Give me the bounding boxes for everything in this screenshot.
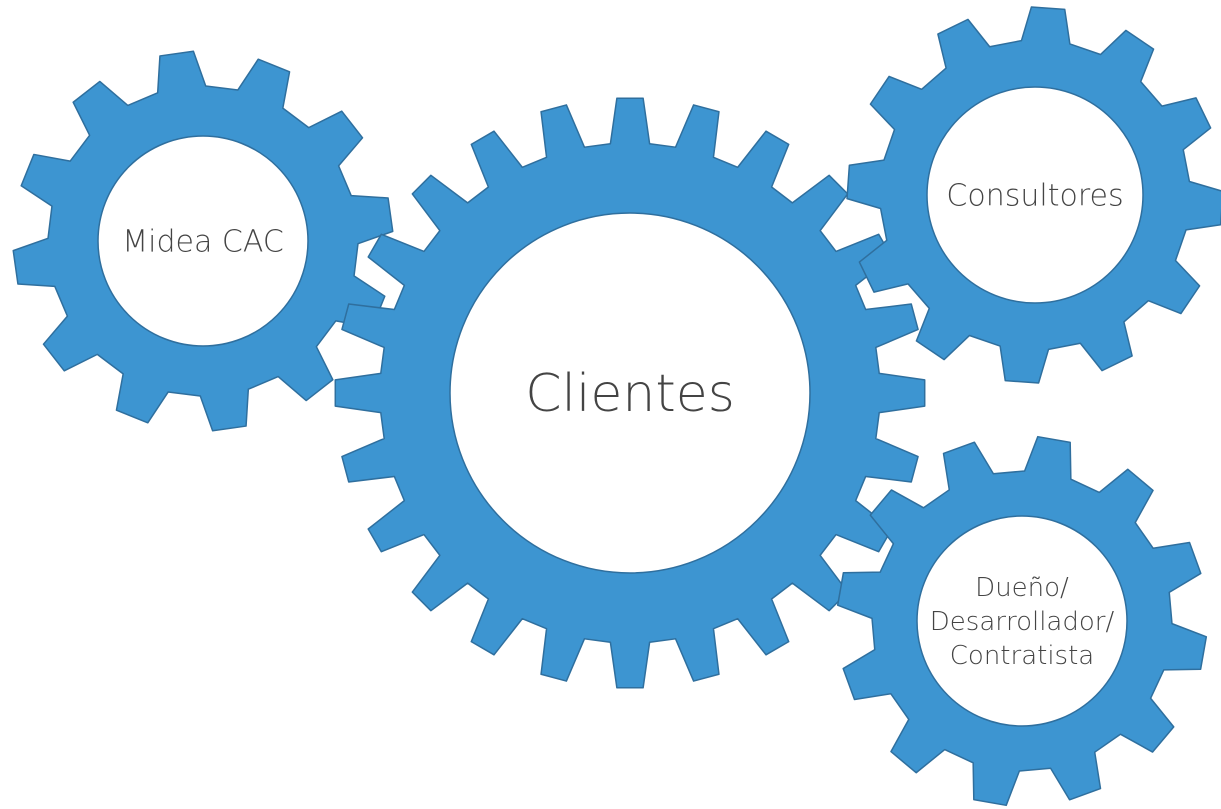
gear-clientes: Clientes bbox=[334, 97, 926, 689]
gear-clientes-hub bbox=[449, 212, 811, 574]
gear-dueno-label: Dueño/Desarrollador/Contratista bbox=[930, 573, 1115, 671]
gear-label-line: Contratista bbox=[950, 641, 1094, 671]
gear-dueno-hub bbox=[916, 515, 1128, 727]
gear-consultores-hub bbox=[926, 86, 1144, 304]
gear-midea-cac: Midea CAC bbox=[12, 50, 394, 432]
gear-label-line: Desarrollador/ bbox=[930, 607, 1115, 637]
gear-label-line: Consultores bbox=[946, 179, 1123, 214]
gear-label-line: Midea CAC bbox=[122, 225, 284, 260]
gear-consultores-label: Consultores bbox=[946, 179, 1123, 214]
gear-label-line: Clientes bbox=[525, 364, 735, 424]
gear-midea-cac-hub bbox=[97, 135, 309, 347]
gear-dueno: Dueño/Desarrollador/Contratista bbox=[836, 435, 1208, 807]
gear-clientes-label: Clientes bbox=[525, 364, 735, 424]
gear-midea-cac-label: Midea CAC bbox=[122, 225, 284, 260]
gear-consultores: Consultores bbox=[846, 6, 1221, 384]
gear-label-line: Dueño/ bbox=[975, 573, 1069, 603]
